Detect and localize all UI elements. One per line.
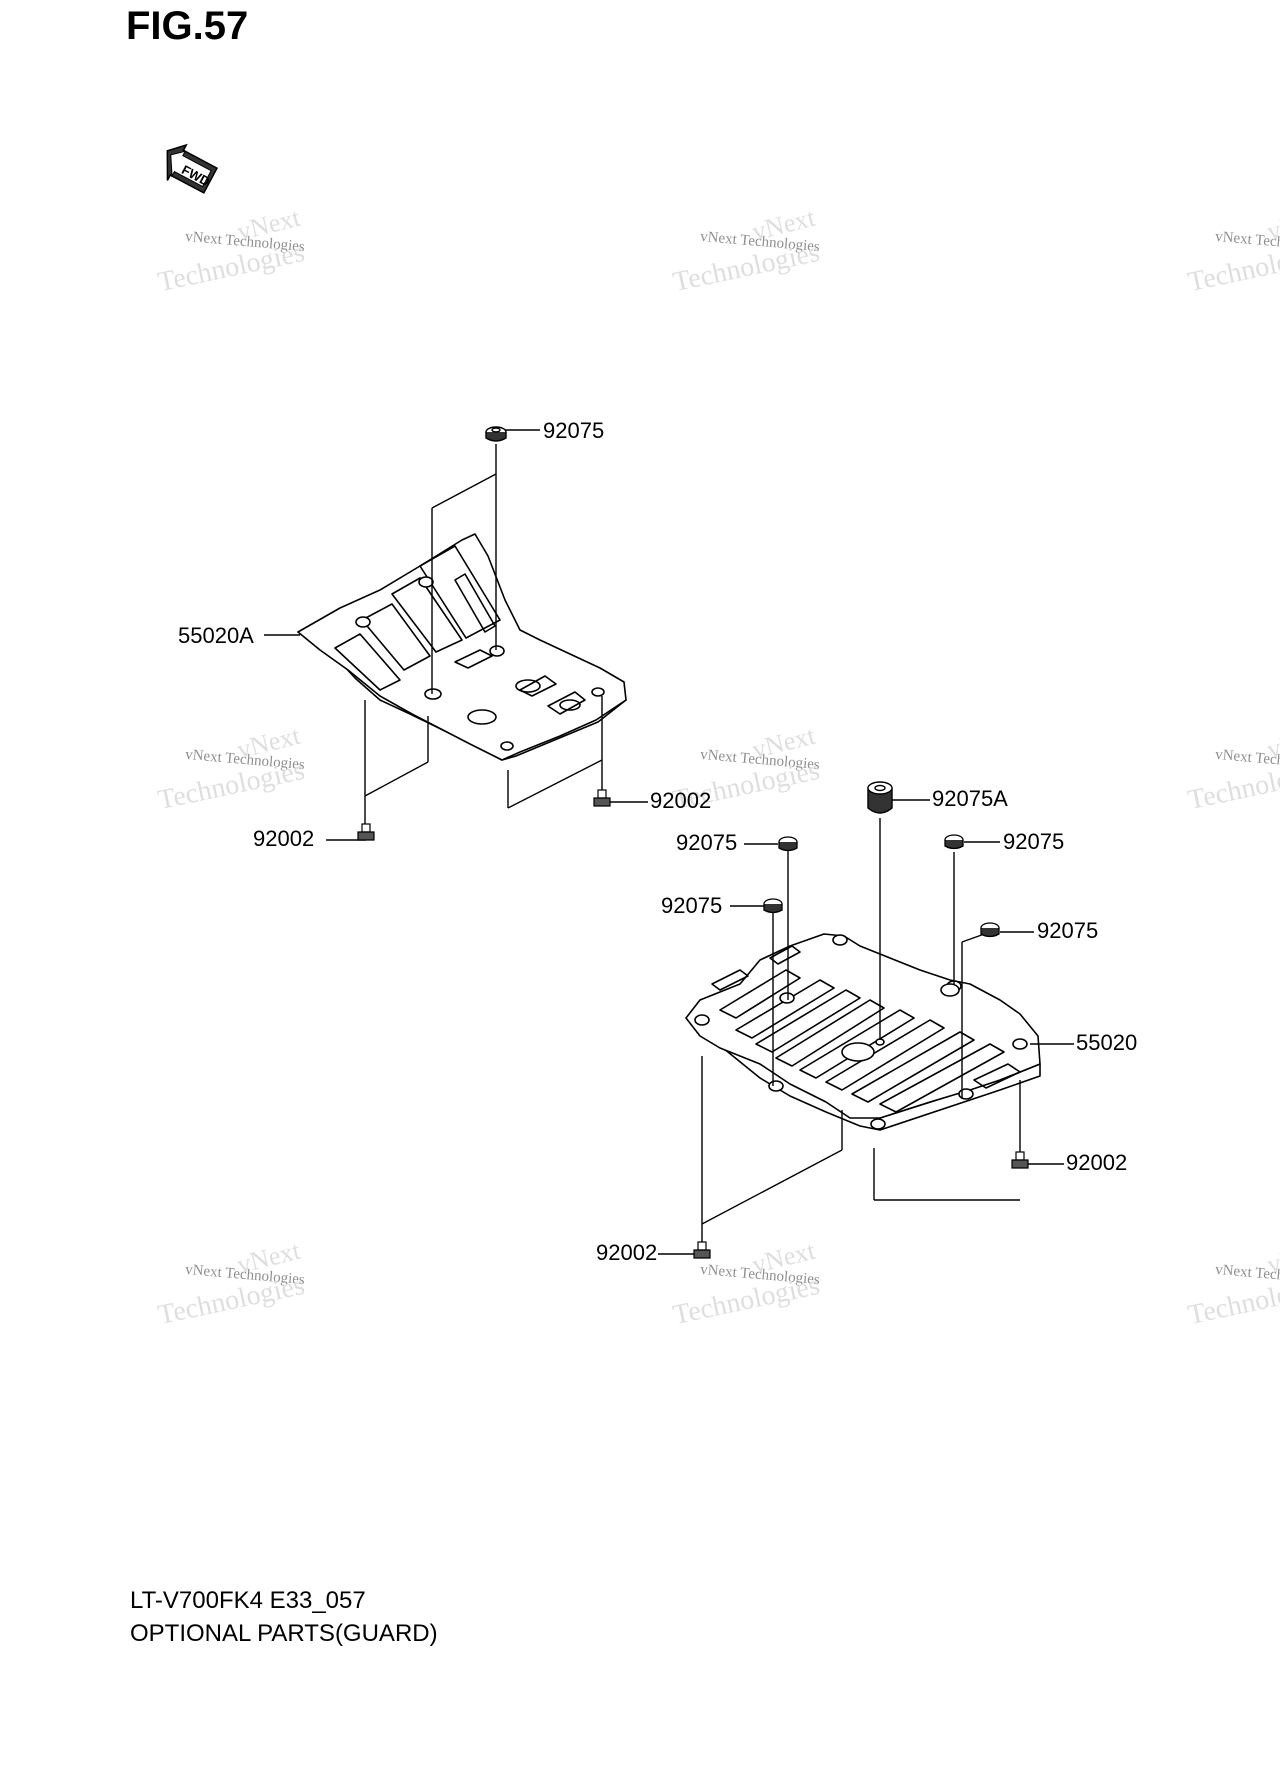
figure-title: FIG.57 — [126, 4, 249, 48]
callout-92075-lower-d: 92075 — [1037, 918, 1098, 943]
lower-leader-lines — [658, 799, 1074, 1255]
nut-92075-lower-a — [778, 836, 798, 852]
collar-92075A — [867, 781, 893, 814]
nut-92075-lower-d — [980, 922, 1000, 938]
callout-92002-lower-left: 92002 — [596, 1240, 657, 1265]
callout-92075-lower-b: 92075 — [661, 893, 722, 918]
upper-leader-lines — [264, 429, 648, 841]
callout-92075-lower-a: 92075 — [676, 830, 737, 855]
bolt-92002-lower-left — [693, 1241, 711, 1259]
callout-92002-upper-right: 92002 — [650, 788, 711, 813]
callout-92075-upper: 92075 — [543, 418, 604, 443]
guard-55020A — [297, 533, 627, 761]
forward-arrow-icon: FWD — [166, 143, 218, 194]
bolt-92002-upper-left — [357, 823, 375, 841]
callout-92075A: 92075A — [932, 786, 1008, 811]
nut-92075-lower-c — [944, 834, 964, 850]
model-code: LT-V700FK4 E33_057 — [130, 1587, 366, 1614]
bolt-92002-lower-right — [1011, 1151, 1029, 1169]
callout-92002-lower-right: 92002 — [1066, 1150, 1127, 1175]
figure-description: OPTIONAL PARTS(GUARD) — [130, 1620, 438, 1647]
guard-55020 — [685, 933, 1041, 1131]
bolt-92002-upper-right — [593, 789, 611, 807]
nut-92075-upper — [485, 426, 507, 442]
callout-55020: 55020 — [1076, 1030, 1137, 1055]
callout-92002-upper-left: 92002 — [253, 826, 314, 851]
callout-92075-lower-c: 92075 — [1003, 829, 1064, 854]
callout-55020A: 55020A — [178, 623, 254, 648]
nut-92075-lower-b — [763, 898, 783, 914]
